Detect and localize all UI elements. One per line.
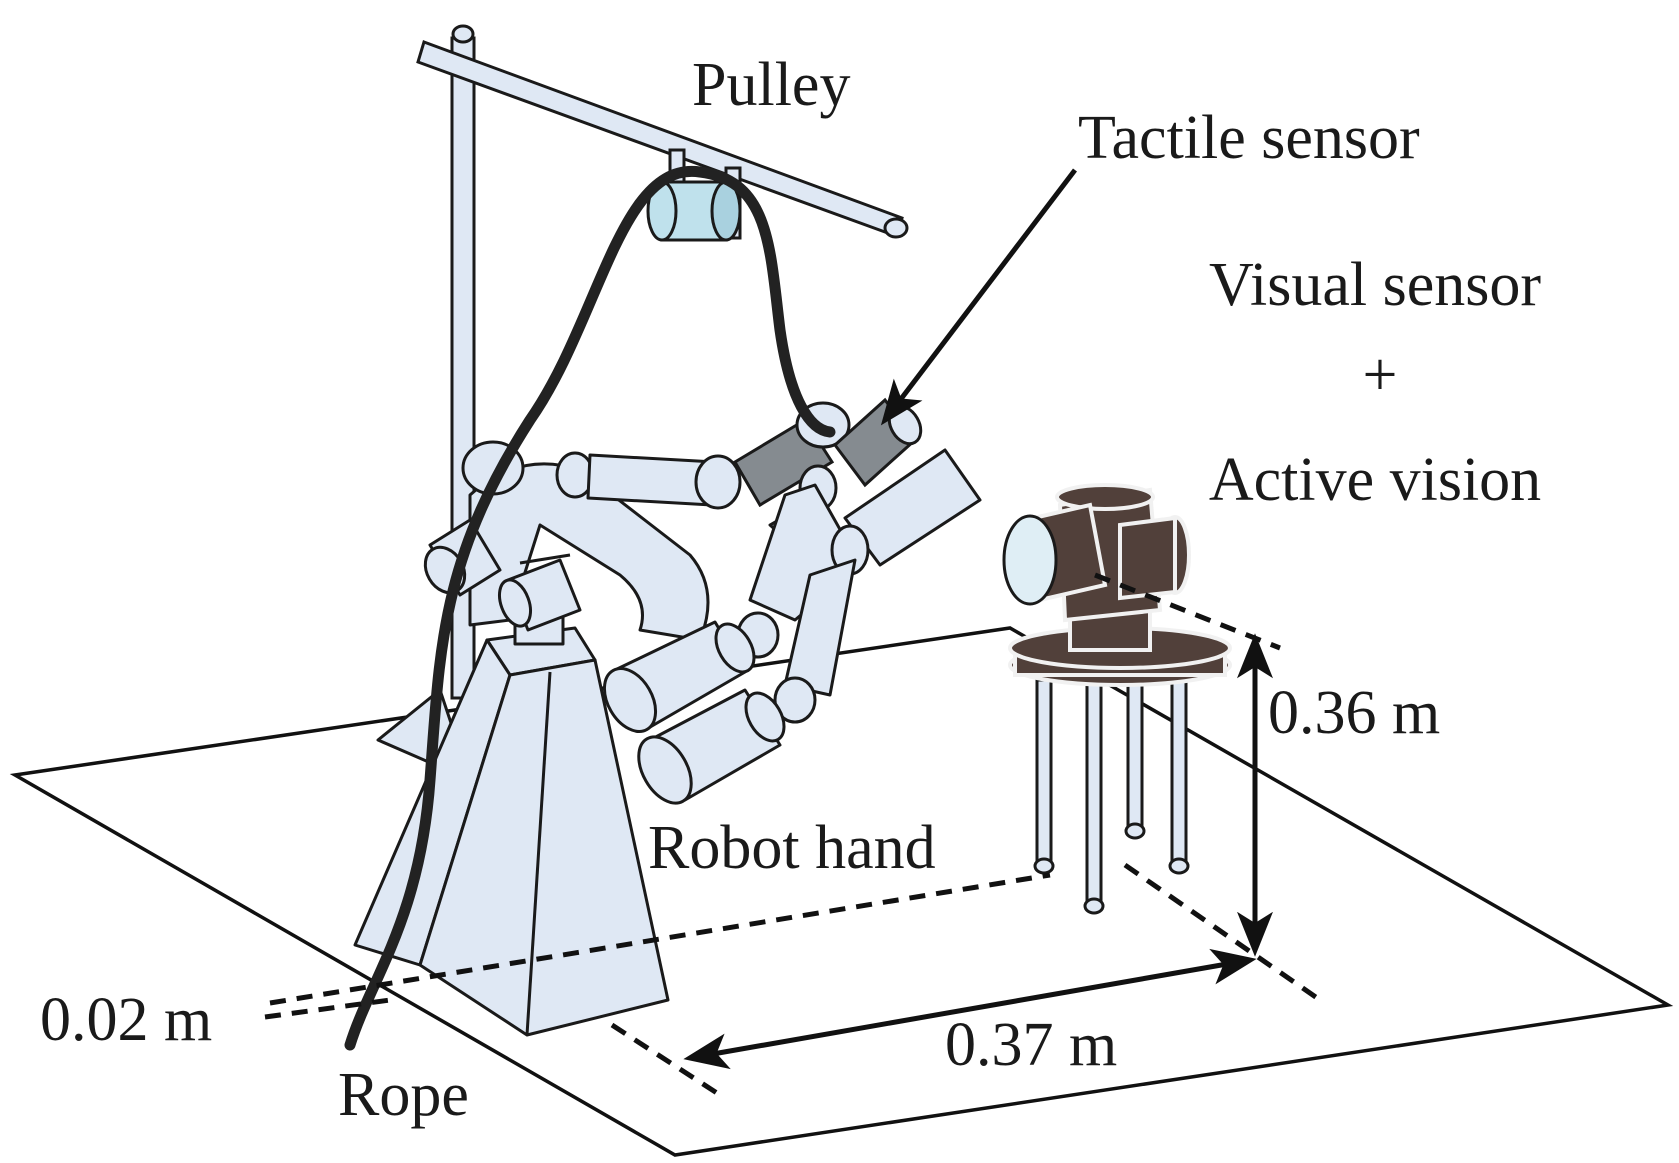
- height-dimension-label: 0.36 m: [1268, 679, 1440, 747]
- crossbar-end: [883, 217, 909, 239]
- elbow-joint: [694, 454, 742, 510]
- stand-post-cap: [451, 24, 475, 44]
- finger-joint-3: [773, 676, 817, 724]
- camera-head: [1002, 483, 1232, 687]
- tactile-sensor-label: Tactile sensor: [1078, 104, 1420, 172]
- rope-label: Rope: [338, 1061, 469, 1129]
- robot-hand-label: Robot hand: [648, 814, 936, 882]
- distance-dimension-label: 0.37 m: [945, 1011, 1117, 1079]
- robot-torso: [423, 440, 710, 642]
- offset-dimension-label: 0.02 m: [40, 986, 212, 1054]
- forearm: [602, 620, 786, 805]
- finger-segment-2: [783, 558, 857, 697]
- pulley-label: Pulley: [692, 51, 850, 119]
- pulley: [646, 180, 742, 242]
- robot-hand: [736, 448, 982, 724]
- rope: [344, 165, 836, 1051]
- camera-lens: [1002, 514, 1058, 606]
- dimension-arrows: [683, 633, 1273, 1070]
- active-vision-label: Active vision: [1209, 446, 1541, 514]
- plus-label: +: [1363, 341, 1398, 409]
- camera-stand: [1033, 678, 1190, 915]
- visual-sensor-label: Visual sensor: [1209, 251, 1541, 319]
- tactile-sensor-arrow: [880, 168, 1077, 426]
- base-front-face: [418, 658, 670, 1037]
- distance-arrow: [683, 948, 1257, 1070]
